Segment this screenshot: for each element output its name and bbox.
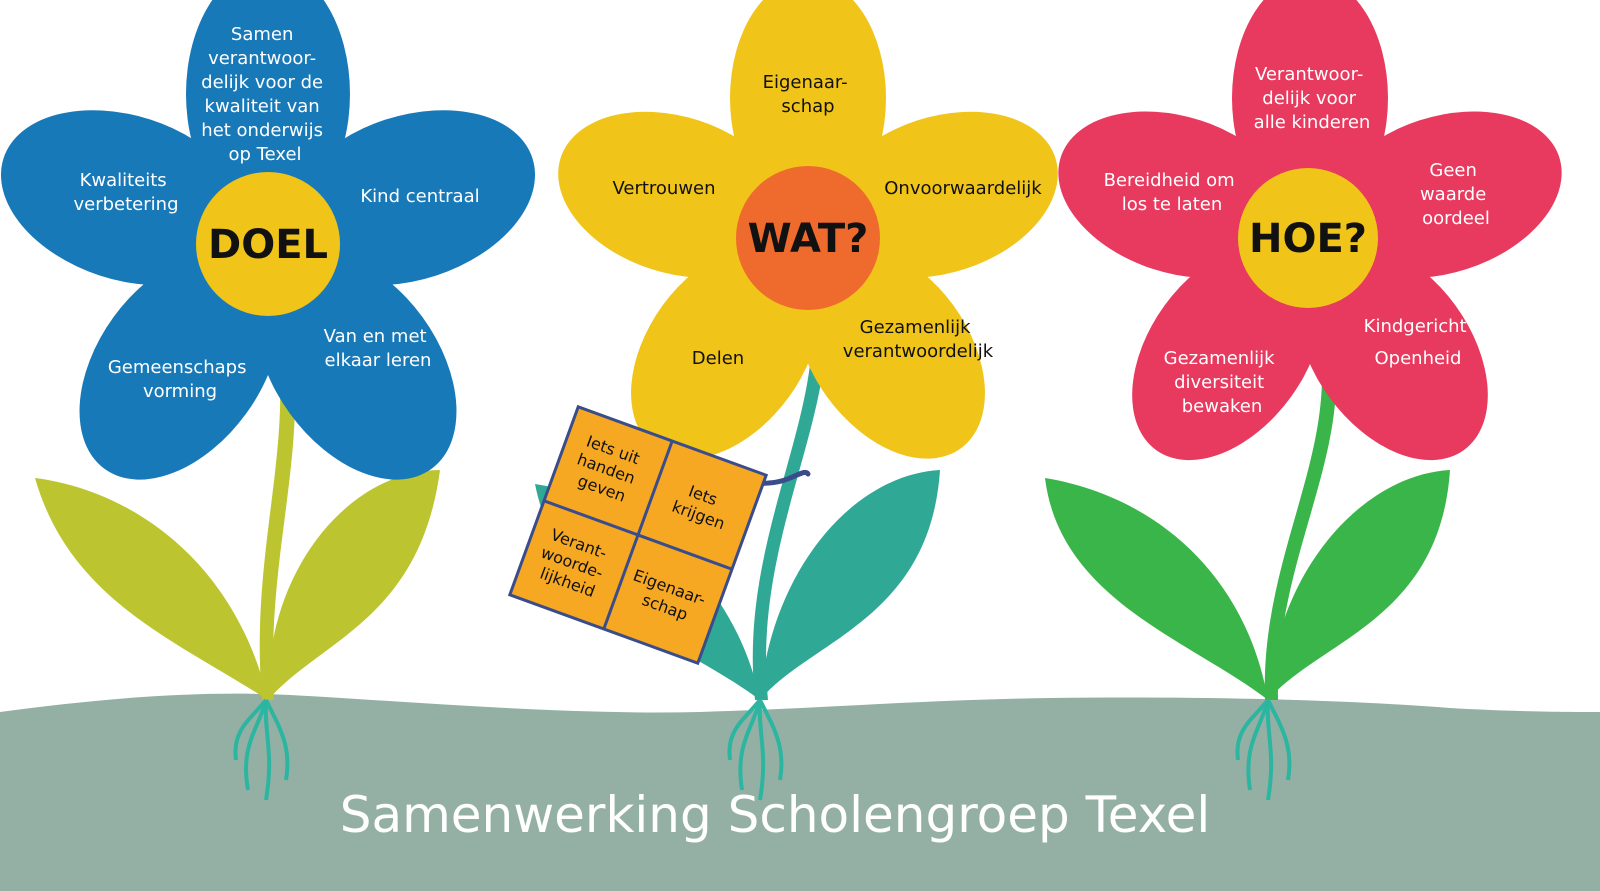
- roots: [233, 698, 290, 801]
- roots: [727, 698, 784, 801]
- flower-doel: DOEL Samen verantwoor- delijk voor de kw…: [0, 0, 536, 801]
- petal-label-top: Samen verantwoor- delijk voor de kwalite…: [201, 24, 329, 165]
- leaf-right: [1268, 470, 1450, 700]
- petal-label-bottom-left: Gezamenlijk diversiteit bewaken: [1164, 348, 1281, 417]
- petal: [186, 0, 350, 222]
- flower-center: [736, 166, 880, 310]
- petal-label-top: Verantwoor- delijk voor alle kinderen: [1254, 64, 1371, 133]
- petal: [1058, 111, 1296, 278]
- stem: [1264, 345, 1337, 700]
- petal-label-bottom-left: Gemeenschaps vorming: [108, 357, 252, 402]
- petal: [824, 111, 1058, 278]
- petal-label-right: Geen waarde oordeel: [1420, 160, 1492, 229]
- flower-hoe: HOE? Verantwoor- delijk voor alle kinder…: [1045, 0, 1562, 801]
- petal: [0, 110, 250, 286]
- petal: [730, 0, 886, 218]
- stem: [259, 350, 295, 700]
- center-label: HOE?: [1249, 216, 1367, 262]
- petal-label-left: Kwaliteits verbetering: [74, 170, 179, 215]
- petal-label-right: Onvoorwaardelijk: [884, 178, 1042, 199]
- center-label: WAT?: [748, 216, 869, 262]
- flower-wat: WAT? Eigenaar- schap Vertrouwen Onvoorwa…: [507, 0, 1058, 801]
- petal-label-left: Bereidheid om los te laten: [1104, 170, 1241, 215]
- roots: [1235, 698, 1292, 801]
- petal: [79, 251, 281, 480]
- petal-label-bottom-right: Gezamenlijk verantwoordelijk: [843, 317, 994, 362]
- petal-label-bottom-left: Delen: [692, 348, 744, 369]
- petal-label-right: Kind centraal: [360, 186, 479, 207]
- petal: [255, 251, 457, 480]
- stem: [752, 345, 826, 700]
- petal: [286, 110, 536, 286]
- leaf-left: [35, 478, 268, 700]
- petal: [1324, 111, 1562, 278]
- petal-label-left: Vertrouwen: [612, 178, 715, 199]
- center-label: DOEL: [208, 222, 328, 268]
- leaf-right: [760, 470, 940, 700]
- footer-title: Samenwerking Scholengroep Texel: [340, 786, 1211, 844]
- petal-label-bottom-right: Kindgericht Openheid: [1364, 316, 1473, 369]
- petal: [558, 111, 792, 278]
- leaf-right: [267, 470, 440, 700]
- flower-center: [196, 172, 340, 316]
- ground: [0, 693, 1600, 891]
- petal-label-bottom-right: Van en met elkaar leren: [324, 326, 433, 371]
- leaf-left: [1045, 478, 1268, 700]
- sign: Iets uit handen geven Iets krijgen Veran…: [507, 404, 769, 666]
- petals: [0, 0, 536, 480]
- flower-center: [1238, 168, 1378, 308]
- petal-label-top: Eigenaar- schap: [763, 72, 854, 117]
- sign-divider: [543, 499, 733, 571]
